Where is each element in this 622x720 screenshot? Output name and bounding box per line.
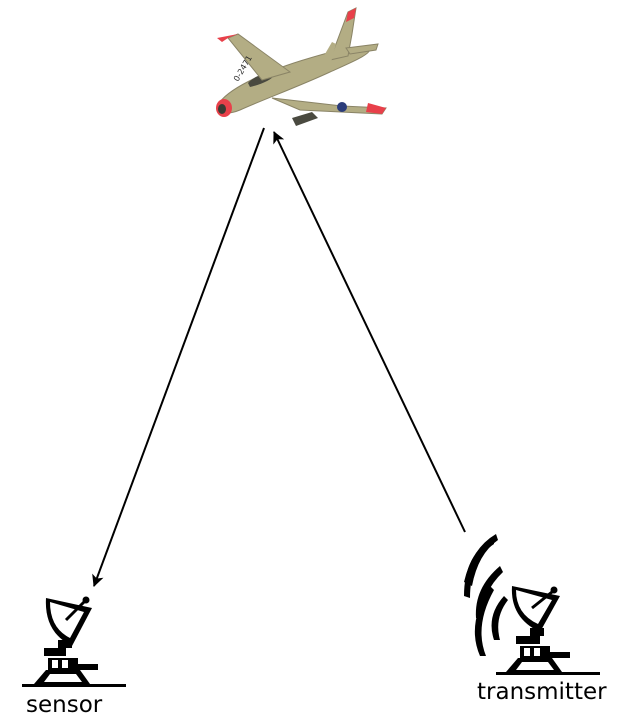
sensor-antenna-icon — [22, 597, 126, 688]
transmitter-antenna-icon — [464, 534, 600, 675]
transmitter-label: transmitter — [477, 681, 607, 704]
illumination-arrow — [274, 132, 465, 532]
sensor-label: sensor — [26, 694, 102, 717]
aircraft-insignia-text: 0-2471 — [232, 54, 254, 83]
aircraft-image: 0-2471 — [216, 8, 386, 126]
reflection-arrow — [94, 128, 264, 586]
